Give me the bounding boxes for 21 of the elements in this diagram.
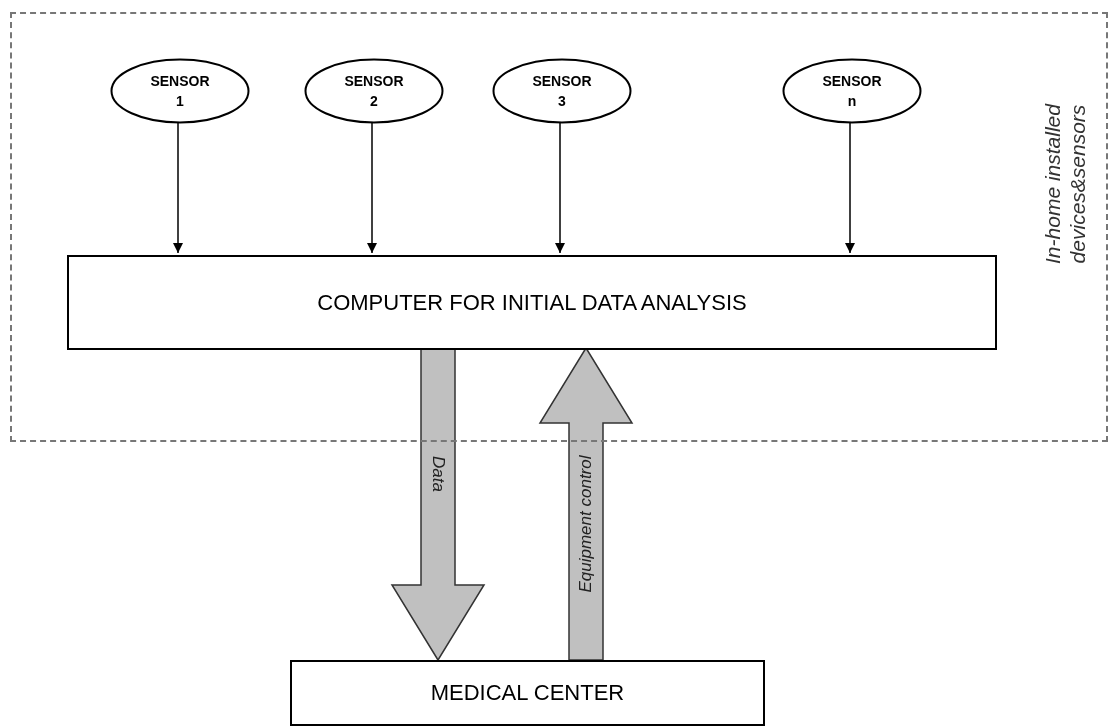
dashed-boundary — [10, 12, 1108, 442]
sensor-ellipse — [304, 58, 444, 124]
box-label: COMPUTER FOR INITIAL DATA ANALYSIS — [317, 289, 747, 316]
sensor-label: SENSOR 3 — [531, 72, 593, 111]
sensor-label: SENSOR n — [821, 72, 883, 111]
edge-label: Equipment control — [576, 455, 596, 593]
sensor-ellipse — [782, 58, 922, 124]
sensor-ellipse — [492, 58, 632, 124]
arrow — [555, 121, 565, 254]
arrow — [173, 121, 183, 254]
group-label: In-home installed devices&sensors — [1040, 102, 1090, 266]
sensor-label: SENSOR 1 — [149, 72, 211, 111]
process-box — [290, 660, 765, 726]
process-box — [67, 255, 997, 350]
block-arrow — [390, 347, 486, 662]
arrow — [367, 121, 377, 254]
box-label: MEDICAL CENTER — [430, 680, 625, 706]
arrow — [845, 121, 855, 254]
edge-label: Data — [428, 456, 448, 492]
sensor-ellipse — [110, 58, 250, 124]
sensor-label: SENSOR 2 — [343, 72, 405, 111]
